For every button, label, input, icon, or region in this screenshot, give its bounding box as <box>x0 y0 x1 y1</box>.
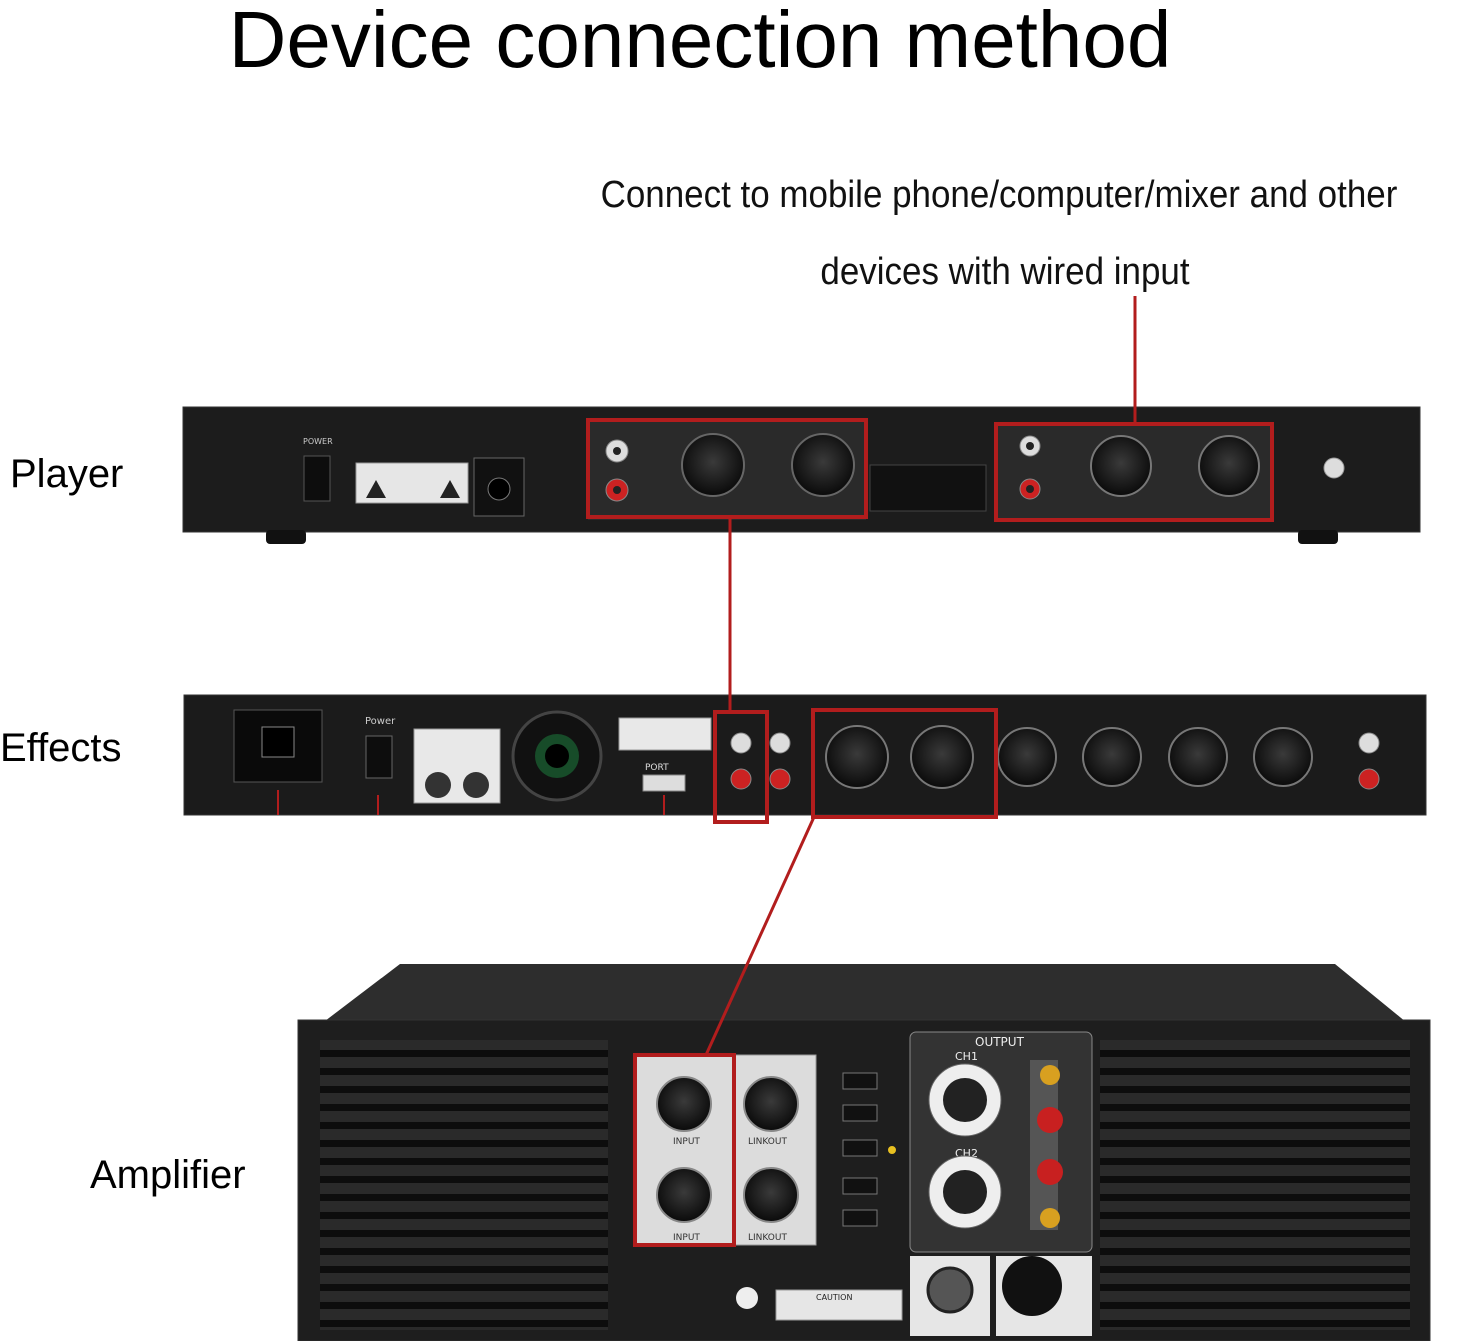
mode-switch <box>842 1177 878 1195</box>
xlr-linkout-ch2 <box>743 1167 799 1223</box>
player-foot <box>266 530 306 544</box>
rca-white <box>730 732 752 754</box>
xlr-input-ch2 <box>656 1167 712 1223</box>
xlr-input-right <box>910 725 974 789</box>
warning-icon <box>440 480 460 498</box>
input-text-ch2: INPUT <box>673 1233 700 1243</box>
power-switch <box>365 735 393 779</box>
player-power-text: POWER <box>303 437 333 446</box>
output-text: OUTPUT <box>975 1035 1025 1049</box>
power-switch <box>303 455 331 502</box>
mode-switch <box>842 1139 878 1157</box>
effects-device: Power PORT <box>183 694 1427 816</box>
usb-port <box>642 774 686 792</box>
ch1-text: CH1 <box>955 1050 978 1063</box>
ground-screw <box>1323 457 1345 479</box>
xlr-output-center <box>997 727 1057 787</box>
amplifier-device: INPUT LINKOUT INPUT LINKOUT OUTPUT CH1 C… <box>297 964 1431 1341</box>
circuit-breaker <box>926 1266 974 1314</box>
amplifier-label: Amplifier <box>90 1153 246 1197</box>
connection-cables <box>704 296 1137 1056</box>
binding-post <box>1040 1208 1060 1228</box>
rca-white <box>769 732 791 754</box>
xlr-output-right <box>1253 727 1313 787</box>
rca-red <box>1358 768 1380 790</box>
xlr-input-left <box>1090 435 1152 497</box>
effects-label: Effects <box>0 726 122 770</box>
warning-icon <box>366 480 386 498</box>
xlr-linkout-ch1 <box>743 1076 799 1132</box>
input-text-ch1: INPUT <box>673 1137 700 1147</box>
output-label-plate <box>869 464 987 512</box>
logo-mark <box>736 1287 758 1309</box>
binding-post <box>1040 1065 1060 1085</box>
mode-switch <box>842 1072 878 1090</box>
xlr-output-left <box>681 433 745 497</box>
linkout-text-ch2: LINKOUT <box>748 1233 787 1243</box>
player-foot <box>1298 530 1338 544</box>
binding-post-strip <box>1030 1060 1058 1230</box>
connection-note-line2: devices with wired input <box>820 251 1190 293</box>
mode-switch <box>842 1104 878 1122</box>
effects-rca-highlight <box>713 710 769 824</box>
power-cable <box>1002 1256 1062 1316</box>
player-output-highlight <box>586 418 868 519</box>
effects-to-amplifier-cable <box>704 816 816 1056</box>
player-label: Player <box>10 452 124 496</box>
dc-jack-socket <box>487 477 511 501</box>
output-panel <box>909 1031 1093 1253</box>
xlr-output-sub <box>1082 727 1142 787</box>
amp-input-highlight <box>633 1053 736 1247</box>
rca-white <box>1358 732 1380 754</box>
page-title: Device connection method <box>228 0 1172 84</box>
status-led <box>888 1146 896 1154</box>
vent-grille-left <box>320 1040 608 1330</box>
rca-red <box>730 768 752 790</box>
xlr-output-left <box>1168 727 1228 787</box>
caution-label <box>775 1289 903 1321</box>
xlr-input-right <box>1198 435 1260 497</box>
xlr-output-right <box>791 433 855 497</box>
xlr-input-ch1 <box>656 1076 712 1132</box>
binding-post <box>1037 1107 1063 1133</box>
linkout-text-ch1: LINKOUT <box>748 1137 787 1147</box>
spec-label <box>413 728 501 804</box>
binding-post <box>1037 1159 1063 1185</box>
player-device: POWER <box>182 406 1421 544</box>
caution-text: CAUTION <box>816 1293 852 1302</box>
effects-power-text: Power <box>365 716 396 727</box>
mode-switch <box>842 1209 878 1227</box>
warning-label <box>618 717 712 751</box>
connection-note-line1: Connect to mobile phone/computer/mixer a… <box>600 174 1398 216</box>
usb-label-text: PORT <box>645 763 669 773</box>
vent-grille-right <box>1100 1040 1410 1330</box>
effects-xlr-highlight <box>811 708 998 819</box>
xlr-input-left <box>825 725 889 789</box>
rca-red <box>769 768 791 790</box>
